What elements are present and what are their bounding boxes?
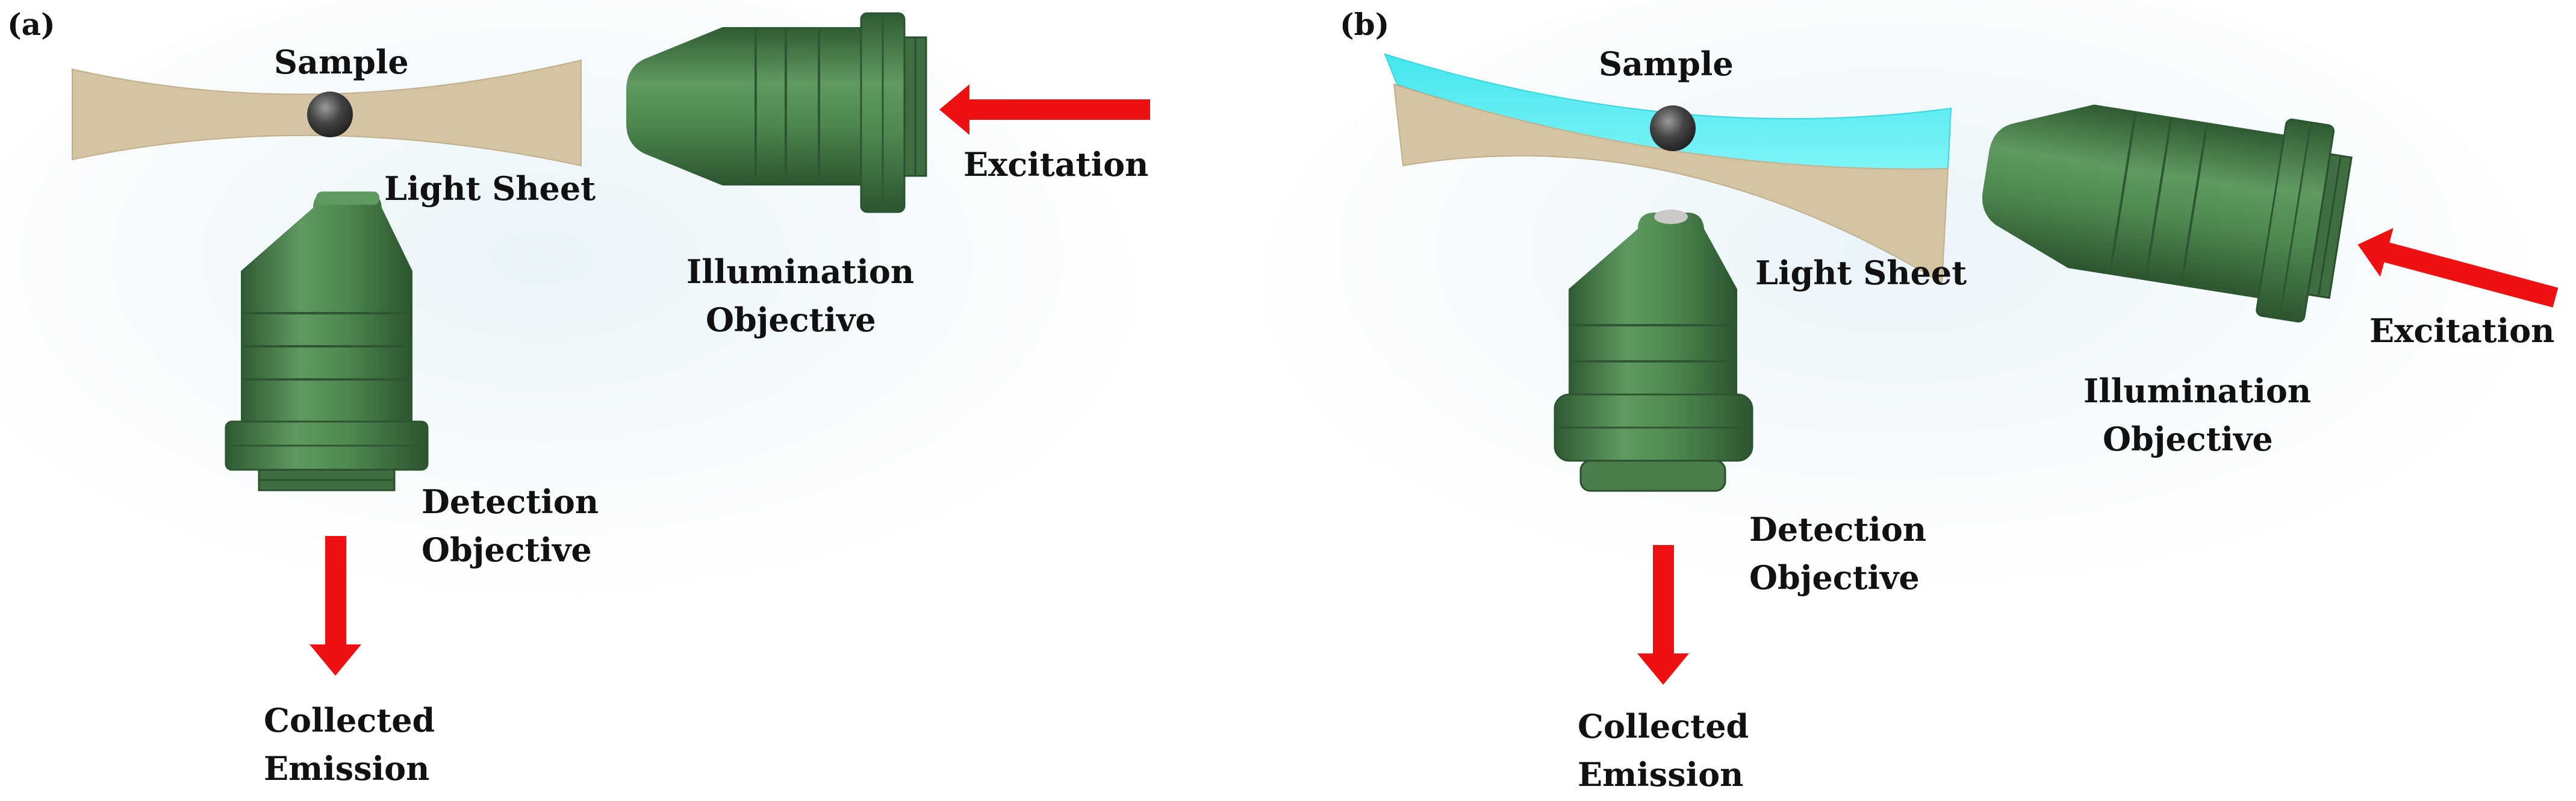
detection-objective-label-2: Objective	[422, 531, 592, 569]
light-sheet-label: Light Sheet	[384, 169, 596, 208]
excitation-label: Excitation	[963, 145, 1148, 184]
illumination-objective	[1982, 104, 2353, 323]
collected-emission-label-1: Collected	[1578, 707, 1749, 746]
collected-emission-label-1: Collected	[264, 701, 435, 740]
excitation-arrow	[939, 84, 1150, 135]
illumination-objective-label-2: Objective	[2103, 420, 2273, 458]
detection-objective	[1554, 210, 1753, 492]
sample-sphere	[1650, 105, 1696, 151]
light-sheet-label: Light Sheet	[1755, 254, 1967, 292]
illumination-objective	[626, 12, 927, 213]
panel-b: (b) Sample Light Sheet Excitation Illumi…	[1340, 7, 2559, 794]
panel-a: (a) Sample Light Sheet Excitation Illumi…	[7, 7, 1150, 788]
panel-a-label: (a)	[7, 7, 55, 42]
panel-b-label: (b)	[1340, 7, 1389, 42]
detection-objective-label-2: Objective	[1749, 558, 1920, 597]
illumination-objective-label-1: Illumination	[2083, 372, 2311, 410]
collected-emission-label-2: Emission	[1578, 755, 1743, 794]
light-sheet	[1393, 83, 1949, 284]
emission-arrow	[310, 536, 361, 676]
sample-label: Sample	[274, 43, 409, 81]
emission-arrow	[1637, 545, 1689, 685]
sample-sphere	[307, 92, 353, 137]
detection-objective-label-1: Detection	[1749, 510, 1926, 549]
excitation-arrow	[2357, 228, 2559, 308]
illumination-objective-label-1: Illumination	[686, 252, 914, 291]
sample-label: Sample	[1599, 45, 1734, 83]
collected-emission-label-2: Emission	[264, 749, 429, 788]
detection-objective	[225, 192, 429, 491]
excitation-label: Excitation	[2369, 311, 2554, 350]
detection-objective-label-1: Detection	[422, 482, 599, 521]
illumination-objective-label-2: Objective	[706, 301, 876, 339]
